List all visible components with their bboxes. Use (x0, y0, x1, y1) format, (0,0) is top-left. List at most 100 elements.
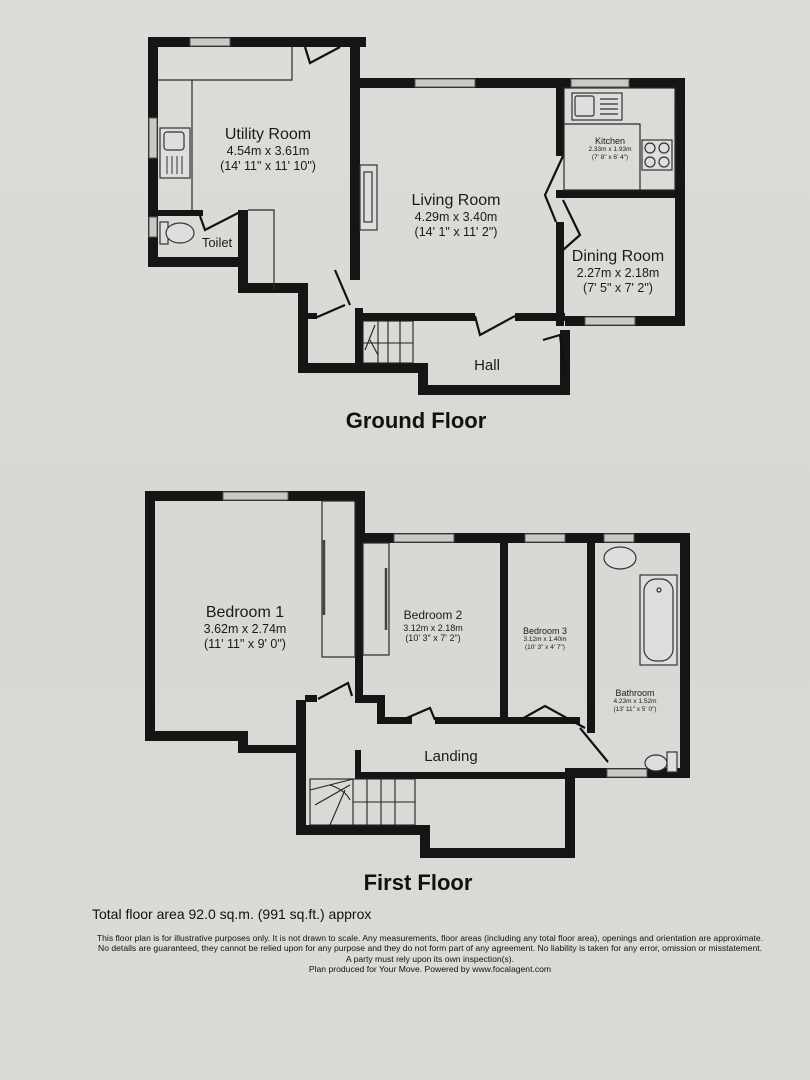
partition (158, 47, 293, 81)
door (519, 704, 586, 729)
wall (305, 695, 317, 702)
room-name: Landing (424, 748, 478, 765)
wall (565, 775, 575, 858)
wall (355, 695, 385, 703)
door (333, 269, 352, 306)
wall (556, 190, 685, 198)
room-dimensions-metric: 4.54m x 3.61m (226, 144, 310, 159)
room-dimensions-imperial: (7' 5" x 7' 2") (583, 280, 653, 295)
room-label-bedroom-1: Bedroom 1 3.62m x 2.74m (11' 11" x 9' 0"… (204, 604, 287, 651)
partition (248, 209, 275, 290)
door (303, 46, 341, 65)
door (542, 333, 567, 376)
wall (500, 533, 508, 724)
window (570, 78, 630, 88)
wall (556, 78, 564, 156)
wall (355, 313, 475, 321)
room-name: Dining Room (571, 248, 665, 265)
room-label-utility-room: Utility Room 4.54m x 3.61m (14' 11" x 11… (220, 126, 316, 173)
wall (355, 533, 690, 543)
room-label-bedroom-2: Bedroom 2 3.12m x 2.18m (10' 3" x 7' 2") (403, 608, 463, 643)
wall (587, 533, 595, 733)
room-name: Toilet (201, 235, 233, 250)
wall (296, 825, 426, 835)
ground-floor-plan (148, 37, 685, 395)
door (473, 315, 516, 337)
sink-icon (163, 131, 185, 151)
wall (680, 533, 690, 778)
room-label-hall: Hall (474, 357, 500, 374)
room-dimensions-imperial: (11' 11" x 9' 0") (204, 636, 286, 651)
room-dimensions-metric: 4.29m x 3.40m (414, 210, 498, 225)
room-dimensions-imperial: (14' 1" x 11' 2") (414, 224, 498, 239)
door (314, 303, 346, 320)
plan-credit: Plan produced for Your Move. Powered by … (308, 964, 552, 975)
window (393, 533, 455, 543)
wall (355, 491, 365, 542)
room-dimensions-metric: 2.33m x 1.93m (588, 146, 632, 154)
room-name: Living Room (411, 192, 501, 209)
room-label-living-room: Living Room 4.29m x 3.40m (14' 1" x 11' … (412, 192, 501, 239)
wall (298, 283, 308, 373)
room-label-landing: Landing (424, 748, 477, 765)
window (222, 491, 289, 501)
room-dimensions-imperial: (13' 11" x 5' 0") (613, 705, 657, 713)
disclaimer-text: This floor plan is for illustrative purp… (96, 933, 764, 964)
wardrobe (362, 542, 390, 656)
wall (148, 210, 203, 216)
room-label-toilet: Toilet (201, 235, 233, 251)
window (148, 117, 158, 159)
wall (355, 308, 363, 363)
window (148, 216, 158, 238)
sink-icon (574, 95, 595, 117)
wall (305, 313, 317, 319)
wall (560, 330, 570, 395)
wall (418, 363, 428, 395)
wall (355, 750, 361, 775)
wall (148, 257, 248, 267)
wall (238, 283, 308, 293)
first-floor-plan (145, 491, 690, 858)
door (543, 155, 564, 223)
window (189, 37, 231, 47)
drainer-icon (600, 98, 618, 115)
room-name: Bedroom 1 (205, 604, 285, 621)
room-name: Bathroom (615, 688, 655, 698)
room-name: Kitchen (594, 136, 626, 146)
room-label-bathroom: Bathroom 4.23m x 1.52m (13' 11" x 5' 0") (613, 688, 656, 713)
wall (238, 731, 248, 753)
window (603, 533, 635, 543)
wall (145, 731, 248, 741)
wall (355, 533, 363, 703)
wall (355, 772, 575, 779)
window (524, 533, 566, 543)
room-name: Utility Room (224, 126, 312, 143)
room-dimensions-metric: 2.27m x 2.18m (576, 266, 660, 281)
wall (238, 210, 248, 293)
room-dimensions-metric: 3.62m x 2.74m (203, 622, 287, 637)
wall (420, 848, 575, 858)
kitchen-counter (564, 123, 641, 190)
wall (350, 37, 360, 280)
wall (238, 745, 303, 753)
toilet-icon (644, 751, 678, 773)
wall (148, 37, 366, 47)
room-label-bedroom-3: Bedroom 3 3.12m x 1.40m (10' 3" x 4' 7") (523, 626, 567, 651)
ground-floor-heading: Ground Floor (345, 408, 487, 433)
room-name: Bedroom 2 (403, 608, 463, 622)
wall (296, 700, 306, 835)
room-dimensions-metric: 3.12m x 1.40m (523, 636, 567, 644)
room-dimensions-imperial: (10' 3" x 4' 7") (525, 643, 565, 651)
drainer-icon (166, 156, 183, 174)
room-name: Hall (474, 357, 500, 374)
wall (298, 363, 428, 373)
total-floor-area: Total floor area 92.0 sq.m. (991 sq.ft.)… (92, 906, 372, 922)
hob-icon (641, 139, 673, 171)
wall (515, 313, 565, 321)
wall (377, 695, 385, 722)
door (317, 681, 354, 700)
toilet-icon (159, 221, 195, 245)
bathtub-icon (639, 574, 678, 666)
wall (350, 78, 685, 88)
